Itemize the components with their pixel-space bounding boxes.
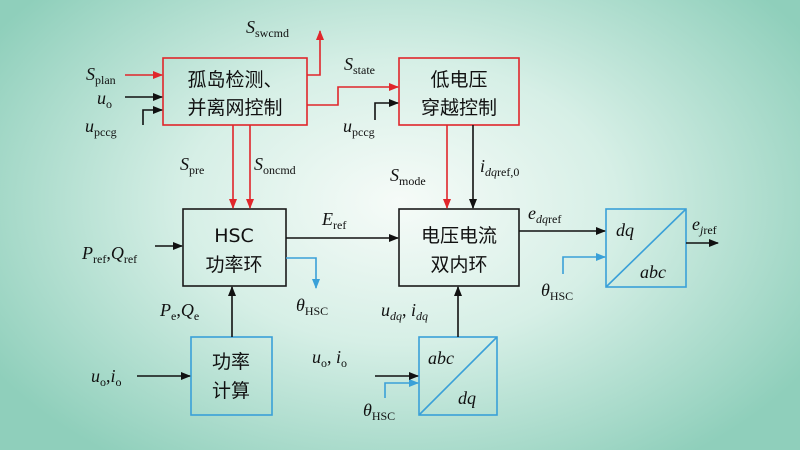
hsc-label-line1: HSC xyxy=(214,225,254,247)
pref-qref-label: Pref,Qref xyxy=(81,243,137,266)
u-pccg-lvrt-arrow xyxy=(374,99,399,120)
uo-io-left-label: uo,io xyxy=(91,366,122,389)
pe-qe-label: Pe,Qe xyxy=(159,300,199,323)
theta-hsc-bottom-label: θHSC xyxy=(363,400,395,423)
vc-label-line2: 双内环 xyxy=(430,254,487,276)
dq-abc-bottom-label: abc xyxy=(640,262,666,282)
dq-to-abc-transform-block: dq abc xyxy=(605,208,687,288)
s-plan-label: Splan xyxy=(86,64,116,87)
islanding-control-block: 孤岛检测、 并离网控制 xyxy=(162,57,308,126)
power-calc-label-line1: 功率 xyxy=(212,351,250,373)
s-mode-label: Smode xyxy=(390,165,426,188)
lvrt-label-line2: 穿越控制 xyxy=(421,97,497,119)
u-o-label: uo xyxy=(97,88,112,111)
power-calc-label-line2: 计算 xyxy=(212,380,250,402)
theta-hsc-right-label: θHSC xyxy=(541,280,573,303)
islanding-label-line1: 孤岛检测、 xyxy=(187,69,282,91)
s-state-label: Sstate xyxy=(344,54,375,77)
hsc-label-line2: 功率环 xyxy=(205,254,262,276)
theta-hsc-top-label: θHSC xyxy=(296,295,328,318)
e-dqref-label: edqref xyxy=(528,203,561,226)
s-swcmd-arrow xyxy=(307,30,324,76)
s-state-arrow xyxy=(307,83,399,106)
islanding-label-line2: 并离网控制 xyxy=(187,97,282,119)
s-pre-label: Spre xyxy=(180,154,204,177)
abc-to-dq-transform-block: abc dq xyxy=(418,336,498,416)
theta-hsc-abcdq-arrow xyxy=(384,379,419,398)
abc-dq-bottom-label: dq xyxy=(458,388,476,408)
lvrt-label-line1: 低电压 xyxy=(430,69,487,91)
voltage-current-loop-block: 电压电流 双内环 xyxy=(398,208,520,287)
u-pccg-lvrt-label: upccg xyxy=(343,116,375,139)
s-oncmd-label: Soncmd xyxy=(254,154,296,177)
uo-io-bottom-label: uo, io xyxy=(312,347,347,370)
power-calculation-block: 功率 计算 xyxy=(190,336,273,416)
e-ref-label: Eref xyxy=(321,209,346,232)
dq-abc-top-label: dq xyxy=(616,220,634,240)
hsc-power-loop-block: HSC 功率环 xyxy=(182,208,287,287)
s-swcmd-label: Sswcmd xyxy=(246,17,289,40)
u-pccg-left-arrow xyxy=(142,106,163,125)
vc-label-line1: 电压电流 xyxy=(421,225,497,247)
lvrt-control-block: 低电压 穿越控制 xyxy=(398,57,520,126)
theta-hsc-input-arrow xyxy=(562,253,606,274)
e-jref-label: ejref xyxy=(692,214,717,237)
abc-dq-top-label: abc xyxy=(428,348,454,368)
u-pccg-left-label: upccg xyxy=(85,116,117,139)
theta-hsc-output-arrow xyxy=(286,257,320,289)
udq-idq-label: udq, idq xyxy=(381,300,428,323)
i-dqref0-label: idqref,0 xyxy=(480,156,519,179)
